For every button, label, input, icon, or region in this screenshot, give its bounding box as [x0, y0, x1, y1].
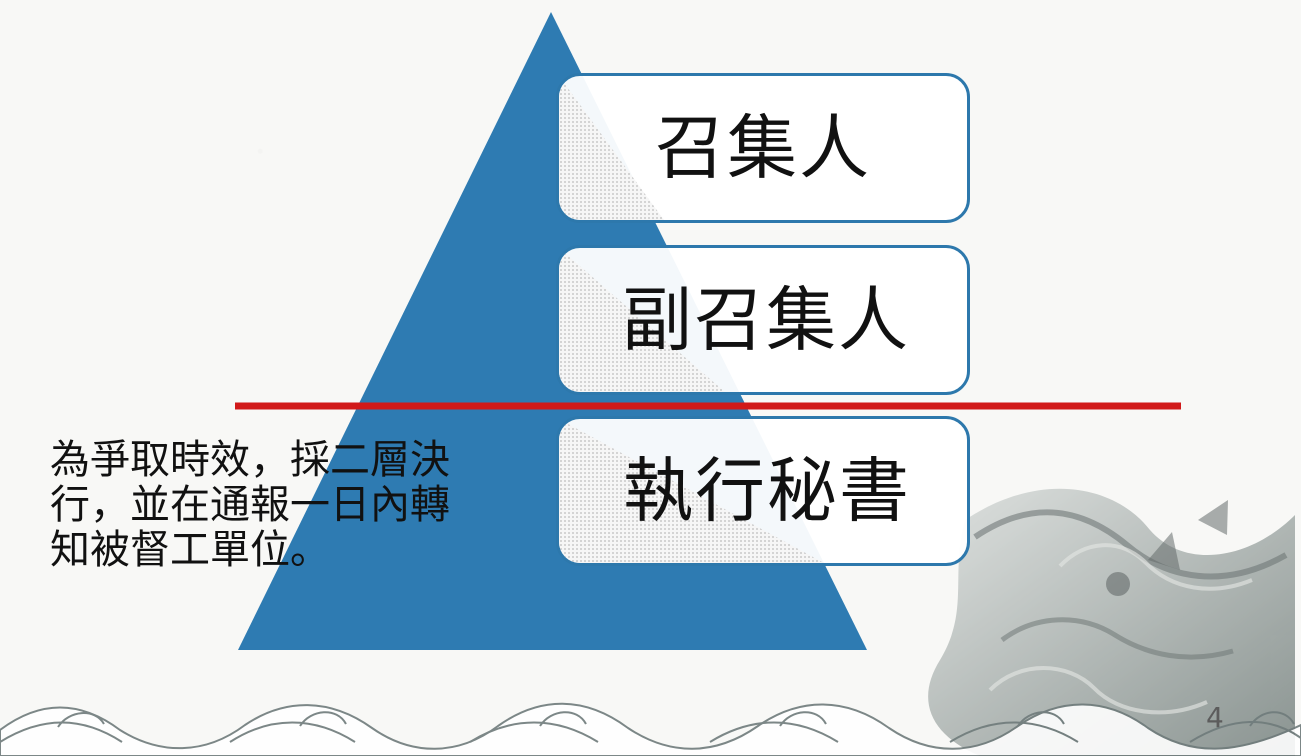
wave-pattern-icon	[0, 702, 1301, 756]
annotation-text: 為爭取時效，採二層決 行，並在通報一日內轉 知被督工單位。	[50, 437, 450, 573]
level-label: 執行秘書	[623, 450, 911, 532]
level-box-1: 召集人	[556, 73, 970, 223]
level-label: 副召集人	[622, 279, 910, 361]
dragon-ornament-icon	[928, 488, 1295, 756]
level-box-2: 副召集人	[556, 245, 970, 395]
level-box-3: 執行秘書	[556, 416, 970, 566]
page-number: 4	[1206, 701, 1224, 734]
level-label: 召集人	[655, 107, 871, 189]
